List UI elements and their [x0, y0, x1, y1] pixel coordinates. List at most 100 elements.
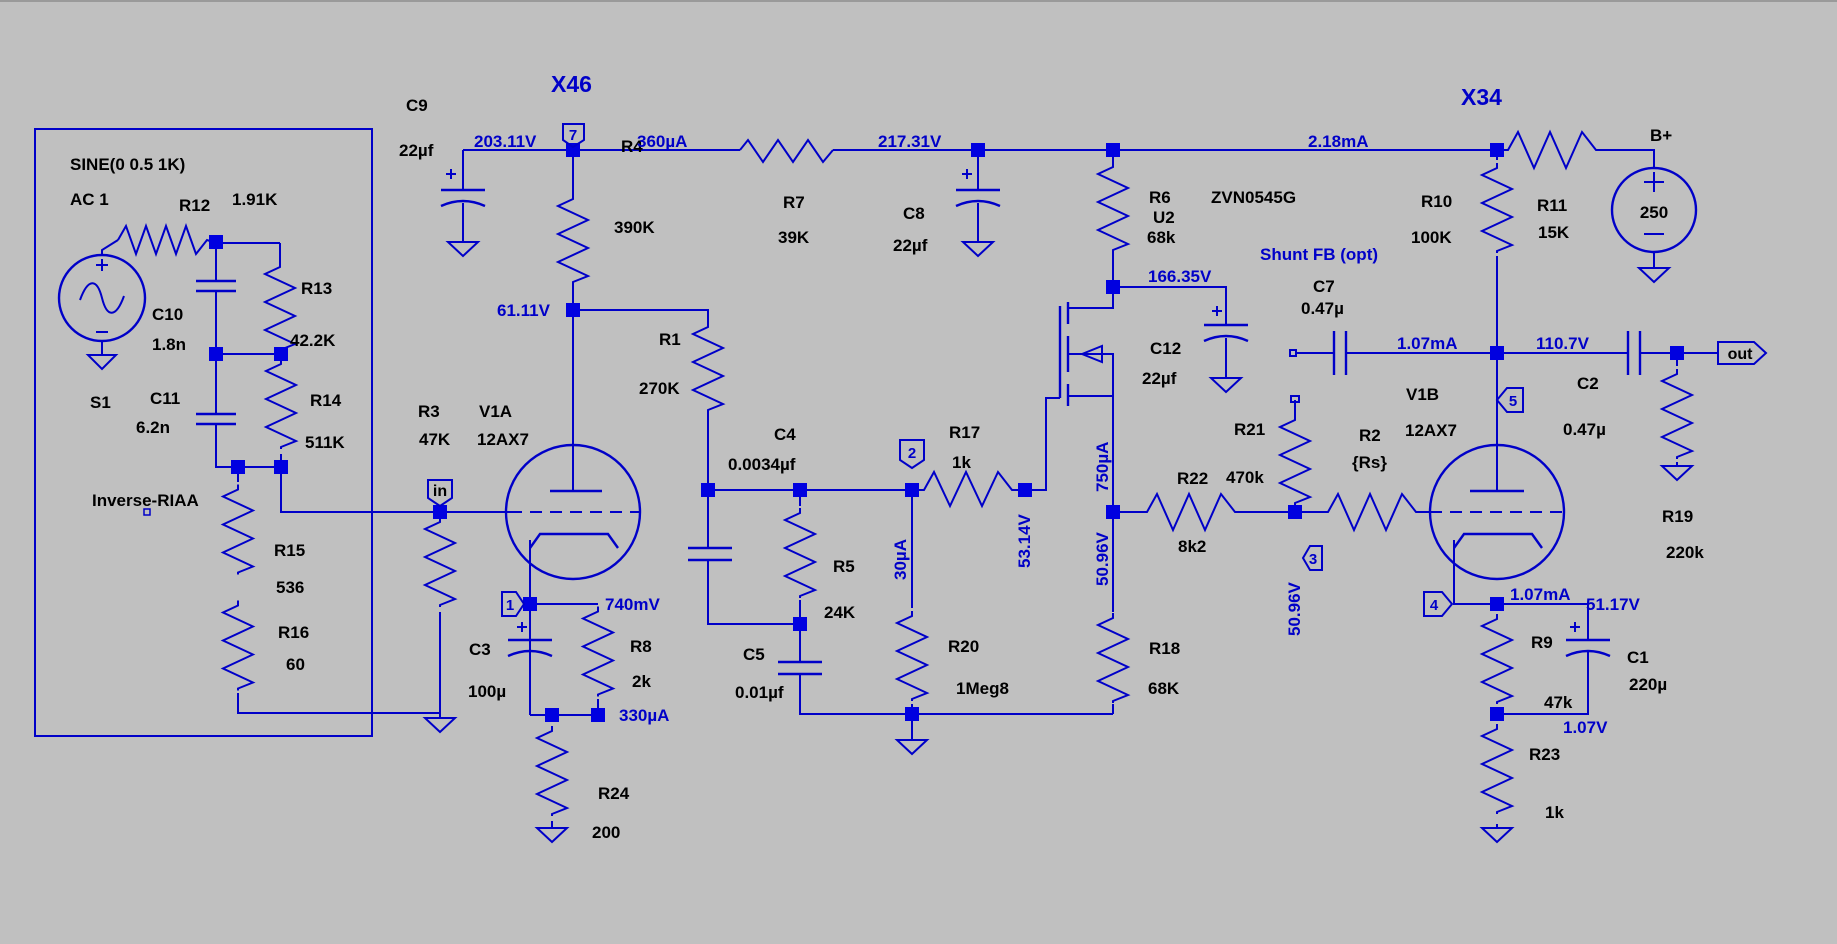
c5-name[interactable]: C5 — [743, 645, 765, 664]
r11-value[interactable]: 15K — [1538, 223, 1570, 242]
ann-53v[interactable]: 53.14V — [1015, 513, 1034, 568]
r8-value[interactable]: 2k — [632, 672, 651, 691]
r9-name[interactable]: R9 — [1531, 633, 1553, 652]
u2-value[interactable]: ZVN0545G — [1211, 188, 1296, 207]
r23-name[interactable]: R23 — [1529, 745, 1560, 764]
ann-61v[interactable]: 61.11V — [497, 301, 551, 320]
ann-360ua[interactable]: 360µA — [637, 132, 687, 151]
v1b-value[interactable]: 12AX7 — [1405, 421, 1457, 440]
r11-name[interactable]: R11 — [1537, 196, 1567, 215]
subcircuit-x46[interactable]: X46 — [551, 71, 592, 97]
ann-217v[interactable]: 217.31V — [878, 132, 942, 151]
bplus-name[interactable]: B+ — [1650, 126, 1672, 145]
c9-value[interactable]: 22µf — [399, 141, 434, 160]
r10-name[interactable]: R10 — [1421, 192, 1452, 211]
c5-value[interactable]: 0.01µf — [735, 683, 784, 702]
c1-value[interactable]: 220µ — [1629, 675, 1667, 694]
net-flag-1[interactable]: 1 — [501, 591, 526, 617]
r23-value[interactable]: 1k — [1545, 803, 1564, 822]
r3-value[interactable]: 47K — [419, 430, 451, 449]
ann-1-07v[interactable]: 1.07V — [1563, 718, 1608, 737]
c3-name[interactable]: C3 — [469, 640, 491, 659]
net-flag-7[interactable]: 7 — [562, 123, 585, 149]
r3-name[interactable]: R3 — [418, 402, 440, 421]
r24-value[interactable]: 200 — [592, 823, 620, 842]
c2-value[interactable]: 0.47µ — [1563, 420, 1606, 439]
r21-value[interactable]: 470k — [1226, 468, 1264, 487]
ann-740mv[interactable]: 740mV — [605, 595, 660, 614]
r13-value[interactable]: 42.2K — [290, 331, 336, 350]
ann-166v[interactable]: 166.35V — [1148, 267, 1212, 286]
r19-name[interactable]: R19 — [1662, 507, 1693, 526]
r17-name[interactable]: R17 — [949, 423, 980, 442]
r19-value[interactable]: 220k — [1666, 543, 1704, 562]
source-ac-spec[interactable]: AC 1 — [70, 190, 109, 209]
subcircuit-x34[interactable]: X34 — [1461, 84, 1502, 110]
r16-name[interactable]: R16 — [278, 623, 309, 642]
r5-value[interactable]: 24K — [824, 603, 856, 622]
net-flag-3[interactable]: 3 — [1301, 545, 1323, 571]
r7-value[interactable]: 39K — [778, 228, 810, 247]
r14-name[interactable]: R14 — [310, 391, 342, 410]
c1-name[interactable]: C1 — [1627, 648, 1649, 667]
source-sine-spec[interactable]: SINE(0 0.5 1K) — [70, 155, 185, 174]
c11-value[interactable]: 6.2n — [136, 418, 170, 437]
u2-name[interactable]: U2 — [1153, 208, 1175, 227]
ann-51v-source[interactable]: 50.96V — [1093, 531, 1112, 586]
r21-name[interactable]: R21 — [1234, 420, 1265, 439]
shunt-fb-label[interactable]: Shunt FB (opt) — [1260, 245, 1378, 264]
net-flag-4[interactable]: 4 — [1423, 591, 1454, 617]
bplus-value[interactable]: 250 — [1640, 203, 1668, 222]
ann-1-07ma-b[interactable]: 1.07mA — [1510, 585, 1570, 604]
r2-name[interactable]: R2 — [1359, 426, 1381, 445]
c9-name[interactable]: C9 — [406, 96, 428, 115]
r22-name[interactable]: R22 — [1177, 469, 1208, 488]
inverse-riaa-box[interactable] — [34, 128, 373, 737]
r4-name[interactable]: R4 — [621, 137, 643, 156]
c7-value[interactable]: 0.47µ — [1301, 299, 1344, 318]
ann-750ua[interactable]: 750µA — [1093, 442, 1112, 492]
c12-name[interactable]: C12 — [1150, 339, 1181, 358]
r14-value[interactable]: 511K — [305, 433, 345, 452]
r12-value[interactable]: 1.91K — [232, 190, 278, 209]
r2-value[interactable]: {Rs} — [1352, 453, 1387, 472]
r15-value[interactable]: 536 — [276, 578, 304, 597]
ann-330ua[interactable]: 330µA — [619, 706, 669, 725]
r20-value[interactable]: 1Meg8 — [956, 679, 1009, 698]
v1a-name[interactable]: V1A — [479, 402, 512, 421]
r18-value[interactable]: 68K — [1148, 679, 1180, 698]
r5-name[interactable]: R5 — [833, 557, 855, 576]
r4-value[interactable]: 390K — [614, 218, 655, 237]
inverse-riaa-label[interactable]: Inverse-RIAA — [92, 491, 199, 510]
ann-1-07ma-a[interactable]: 1.07mA — [1397, 334, 1457, 353]
c7-name[interactable]: C7 — [1313, 277, 1335, 296]
r13-name[interactable]: R13 — [301, 279, 332, 298]
source-name[interactable]: S1 — [90, 393, 111, 412]
c10-value[interactable]: 1.8n — [152, 335, 186, 354]
net-flag-in[interactable]: in — [427, 479, 453, 508]
c2-name[interactable]: C2 — [1577, 374, 1599, 393]
v1b-name[interactable]: V1B — [1406, 385, 1439, 404]
ann-30ua[interactable]: 30µA — [891, 539, 910, 580]
v1a-value[interactable]: 12AX7 — [477, 430, 529, 449]
c10-name[interactable]: C10 — [152, 305, 183, 324]
r9-value[interactable]: 47k — [1544, 693, 1573, 712]
r8-name[interactable]: R8 — [630, 637, 652, 656]
r1-value[interactable]: 270K — [639, 379, 680, 398]
r17-value[interactable]: 1k — [952, 453, 971, 472]
net-flag-out[interactable]: out — [1717, 341, 1768, 365]
r7-name[interactable]: R7 — [783, 193, 805, 212]
ann-2-18ma[interactable]: 2.18mA — [1308, 132, 1368, 151]
r6-name[interactable]: R6 — [1149, 188, 1171, 207]
r10-value[interactable]: 100K — [1411, 228, 1452, 247]
c4-name[interactable]: C4 — [774, 425, 796, 444]
r15-name[interactable]: R15 — [274, 541, 305, 560]
r12-name[interactable]: R12 — [179, 196, 210, 215]
r18-name[interactable]: R18 — [1149, 639, 1180, 658]
c4-value[interactable]: 0.0034µf — [728, 455, 796, 474]
c8-value[interactable]: 22µf — [893, 236, 928, 255]
r6-value[interactable]: 68k — [1147, 228, 1176, 247]
c8-name[interactable]: C8 — [903, 204, 925, 223]
r16-value[interactable]: 60 — [286, 655, 305, 674]
c12-value[interactable]: 22µf — [1142, 369, 1177, 388]
